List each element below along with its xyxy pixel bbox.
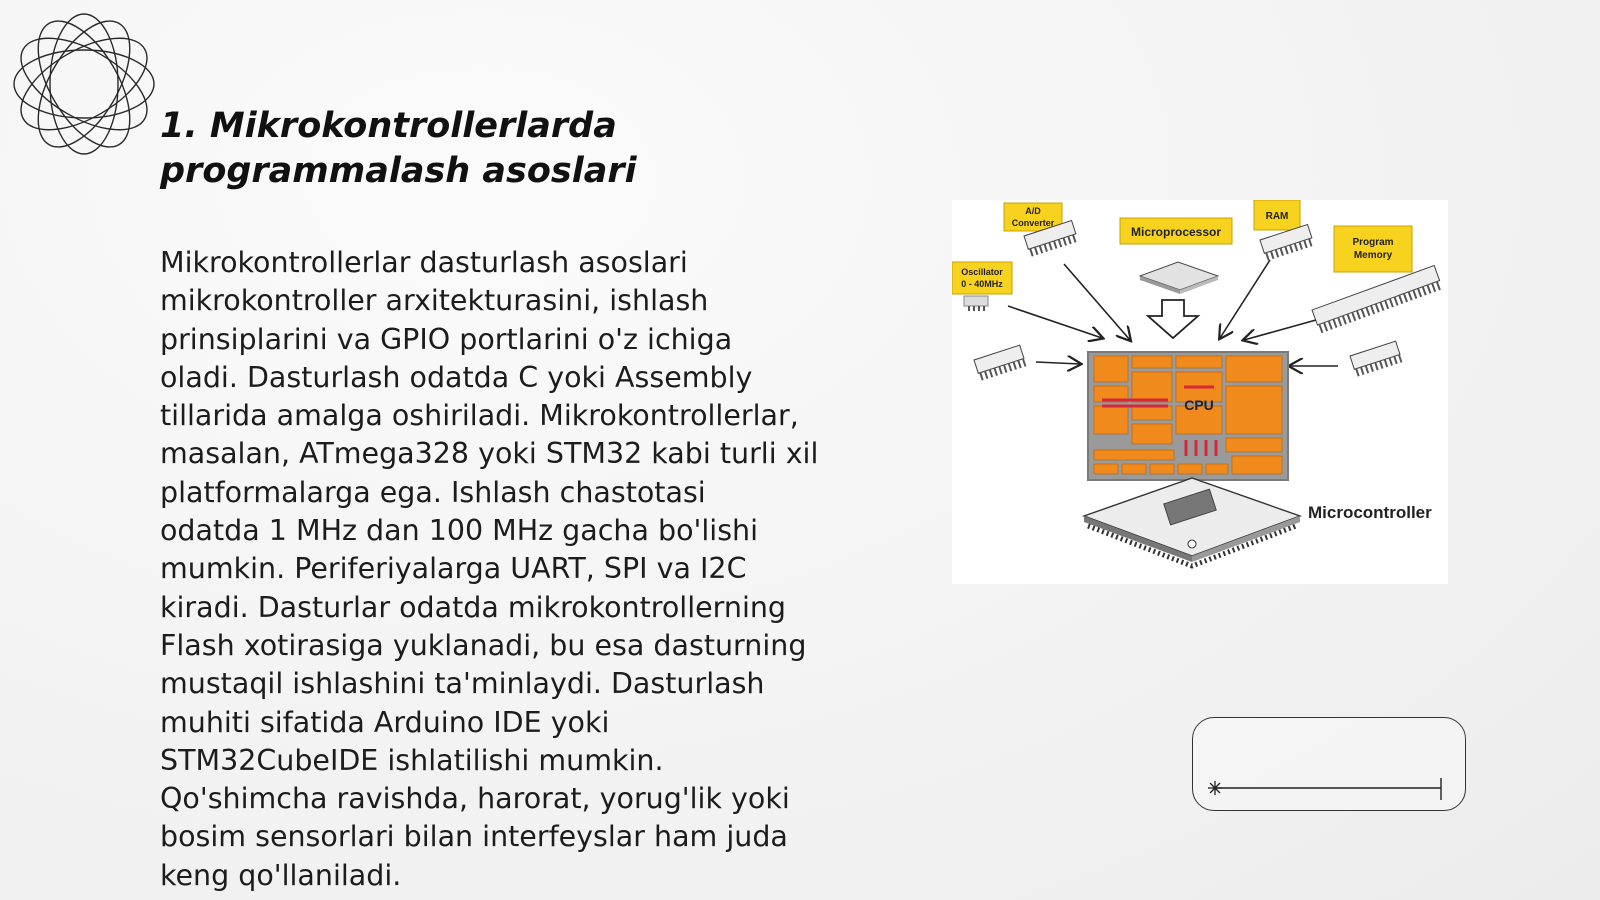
body-line: Flash xotirasiga yuklanadi, bu esa dastu… [160, 628, 807, 662]
body-line: Qo'shimcha ravishda, harorat, yorug'lik … [160, 782, 790, 816]
body-line: muhiti sifatida Arduino IDE yoki [160, 705, 610, 739]
decorative-ring-ornament [10, 10, 158, 158]
body-line: keng qo'llaniladi. [160, 858, 402, 892]
body-line: odatda 1 MHz dan 100 MHz gacha bo'lishi [160, 514, 759, 548]
program-memory-label: Program Memory [1333, 225, 1413, 273]
microcontroller-die: CPU [1087, 351, 1289, 481]
connection-arrows [1007, 259, 1338, 366]
microcontroller-label: Microcontroller [1308, 503, 1432, 522]
down-arrow-icon [1145, 299, 1201, 340]
svg-text:Memory: Memory [1354, 250, 1393, 261]
slide-title: 1. Mikrokontrollerlarda programmalash as… [160, 104, 860, 194]
svg-text:Oscillator: Oscillator [961, 267, 1003, 277]
oscillator-crystal-icon [963, 295, 989, 311]
body-line: masalan, ATmega328 yoki STM32 kabi turli… [160, 437, 819, 471]
body-line: platformalarga ega. Ishlash chastotasi [160, 475, 706, 509]
body-line: Mikrokontrollerlar dasturlash asoslari [160, 246, 688, 279]
body-line: STM32CubeIDE ishlatilishi mumkin. [160, 743, 664, 777]
body-line: bosim sensorlari bilan interfeyslar ham … [160, 820, 788, 854]
body-line: mumkin. Periferiyalarga UART, SPI va I2C [160, 552, 747, 586]
cpu-label: CPU [1184, 397, 1214, 413]
ram-label: RAM [1253, 199, 1301, 231]
svg-text:RAM: RAM [1266, 211, 1289, 222]
microprocessor-chip-icon [1138, 261, 1220, 294]
spark-icon [1208, 781, 1222, 795]
body-line: kiradi. Dasturlar odatda mikrokontroller… [160, 590, 787, 624]
svg-text:Microprocessor: Microprocessor [1131, 225, 1221, 239]
microprocessor-label: Microprocessor [1119, 217, 1233, 245]
microcontroller-package-icon [1081, 477, 1303, 569]
svg-text:A/D: A/D [1025, 206, 1041, 216]
oscillator-label: Oscillator 0 - 40MHz [951, 261, 1013, 295]
slide-title-line-2: programmalash asoslari [160, 151, 637, 191]
slide-body-text: Mikrokontrollerlar dasturlash asoslari m… [160, 244, 860, 895]
ad-converter-chip-icon [1023, 219, 1079, 257]
svg-text:Converter: Converter [1012, 218, 1055, 228]
body-line: oladi. Dasturlash odatda C yoki Assembly [160, 360, 753, 394]
slide-title-line-1: 1. Mikrokontrollerlarda [160, 106, 617, 146]
left-chip-icon [973, 344, 1027, 381]
svg-text:Program: Program [1352, 237, 1393, 248]
right-chip-icon [1349, 340, 1403, 377]
body-line: mustaqil ishlashini ta'minlaydi. Dasturl… [160, 667, 765, 701]
body-line: prinsiplarini va GPIO portlarini o'z ich… [160, 322, 733, 356]
body-line: mikrokontroller arxitekturasini, ishlash [160, 284, 709, 318]
program-memory-chip-icon [1311, 264, 1443, 334]
body-line: tillarida amalga oshiriladi. Mikrokontro… [160, 399, 799, 433]
ram-chip-icon [1259, 223, 1315, 261]
svg-text:0 - 40MHz: 0 - 40MHz [961, 279, 1003, 289]
decorative-scale-box [1192, 717, 1466, 811]
microcontroller-diagram: A/D Converter Microprocessor RAM Program… [951, 199, 1448, 584]
